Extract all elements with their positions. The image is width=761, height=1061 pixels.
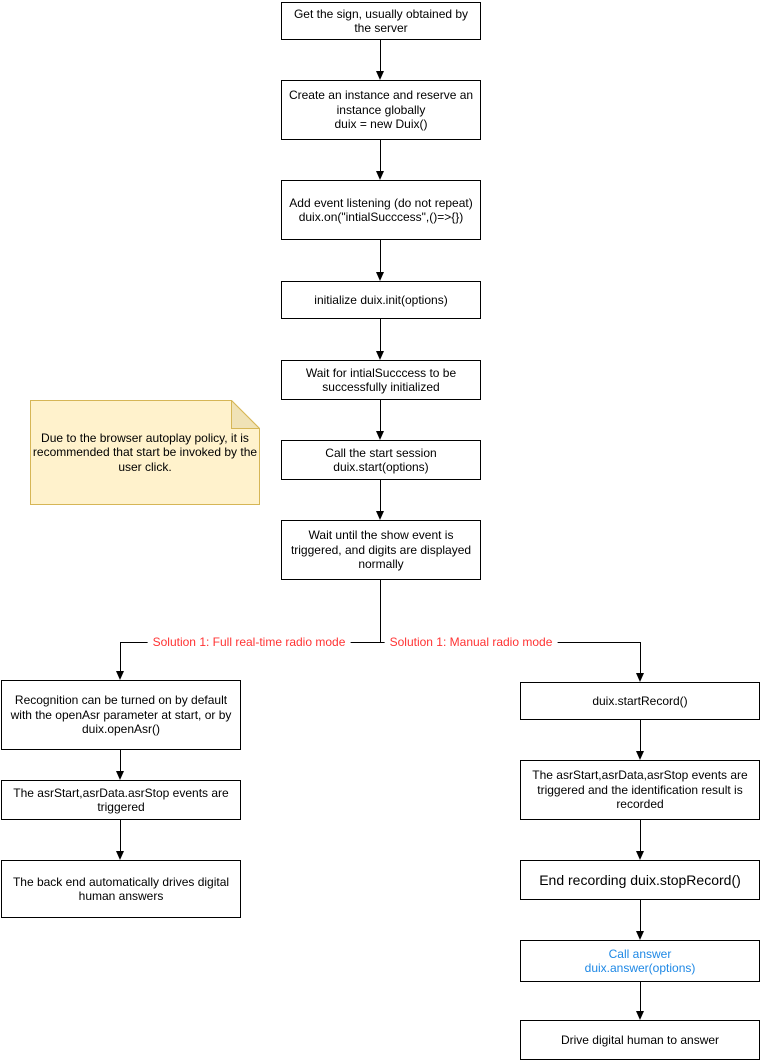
connector-branch-left <box>120 642 121 671</box>
arrowhead-r1-r2 <box>636 751 644 760</box>
flow-node-asr-events-triggered-right: The asrStart,asrData,asrStop events are … <box>520 760 760 820</box>
connector-n7-branch <box>380 580 381 642</box>
connector-n1-n2 <box>380 40 381 71</box>
flow-node-get-sign: Get the sign, usually obtained by the se… <box>281 2 481 40</box>
connector-r4-r5 <box>640 982 641 1011</box>
flow-node-add-event-listening: Add event listening (do not repeat) duix… <box>281 180 481 240</box>
connector-r2-r3 <box>640 820 641 851</box>
connector-n6-n7 <box>380 480 381 511</box>
flow-node-asr-events-triggered-left: The asrStart,asrData.asrStop events are … <box>1 780 241 820</box>
sticky-note-shape <box>30 400 260 505</box>
connector-n5-n6 <box>380 400 381 431</box>
connector-l2-l3 <box>120 820 121 851</box>
connector-n3-n4 <box>380 240 381 272</box>
flow-node-initialize: initialize duix.init(options) <box>281 281 481 319</box>
connector-n4-n5 <box>380 319 381 351</box>
arrowhead-n2-n3 <box>376 171 384 180</box>
branch-label-left: Solution 1: Full real-time radio mode <box>147 635 351 649</box>
flow-node-call-answer: Call answer duix.answer(options) <box>520 940 760 982</box>
arrowhead-n3-n4 <box>376 272 384 281</box>
arrowhead-r3-r4 <box>636 931 644 940</box>
arrowhead-l1-l2 <box>116 771 124 780</box>
flow-node-drive-digital-human: Drive digital human to answer <box>520 1020 760 1060</box>
arrowhead-branch-left <box>116 671 124 680</box>
sticky-note-text: Due to the browser autoplay policy, it i… <box>32 430 258 474</box>
flow-node-backend-drives-answers: The back end automatically drives digita… <box>1 860 241 918</box>
connector-n2-n3 <box>380 140 381 171</box>
flow-node-create-instance: Create an instance and reserve an instan… <box>281 80 481 140</box>
flow-node-wait-initial-success: Wait for intialSucccess to be successful… <box>281 360 481 400</box>
arrowhead-n1-n2 <box>376 71 384 80</box>
arrowhead-n4-n5 <box>376 351 384 360</box>
flow-node-end-recording: End recording duix.stopRecord() <box>520 860 760 900</box>
connector-r3-r4 <box>640 900 641 931</box>
arrowhead-l2-l3 <box>116 851 124 860</box>
branch-horizontal-line <box>120 642 641 643</box>
arrowhead-r4-r5 <box>636 1011 644 1020</box>
connector-branch-right <box>640 642 641 673</box>
arrowhead-n6-n7 <box>376 511 384 520</box>
branch-label-right: Solution 1: Manual radio mode <box>384 635 558 649</box>
arrowhead-r2-r3 <box>636 851 644 860</box>
flow-node-start-record: duix.startRecord() <box>520 682 760 720</box>
flow-node-wait-show-event: Wait until the show event is triggered, … <box>281 520 481 580</box>
flow-node-recognition-openasr: Recognition can be turned on by default … <box>1 680 241 750</box>
connector-r1-r2 <box>640 720 641 751</box>
arrowhead-n5-n6 <box>376 431 384 440</box>
flow-node-call-start: Call the start session duix.start(option… <box>281 440 481 480</box>
arrowhead-branch-right <box>636 673 644 682</box>
connector-l1-l2 <box>120 750 121 771</box>
